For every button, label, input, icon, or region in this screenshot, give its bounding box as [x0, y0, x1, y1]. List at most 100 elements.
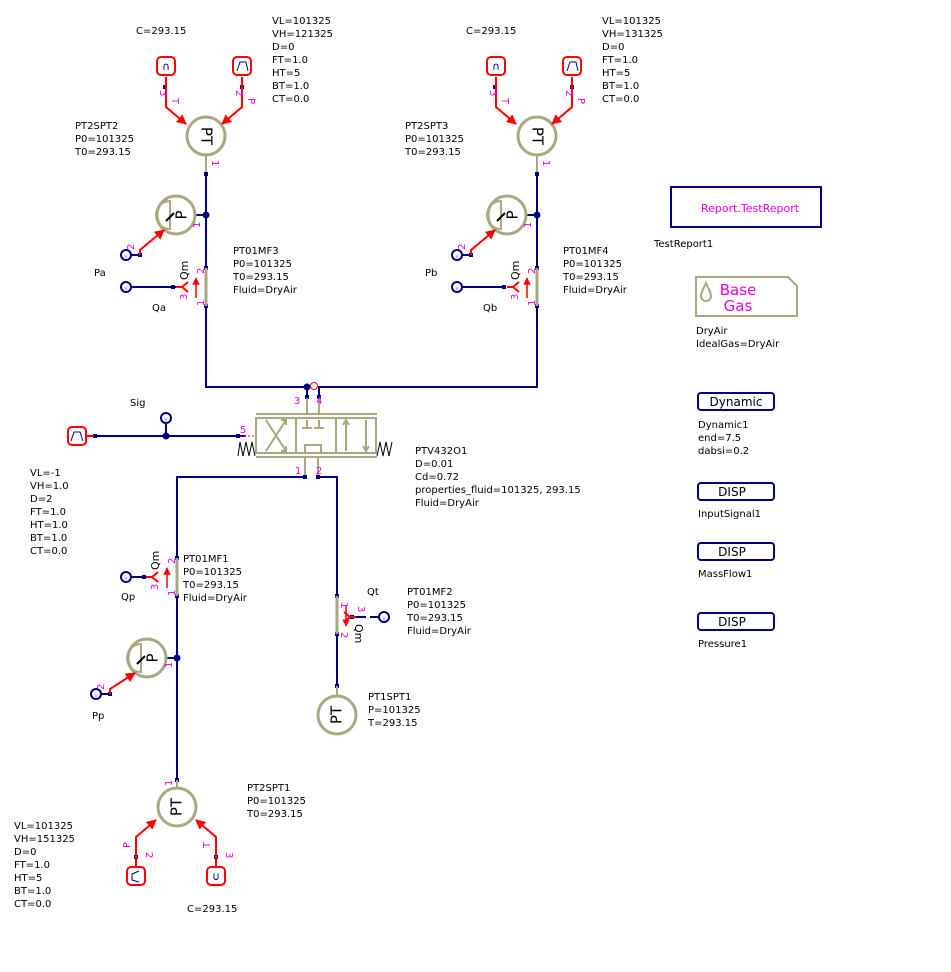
- param: D=0: [602, 42, 625, 53]
- pin-label: 1: [338, 602, 349, 608]
- pt1spt1-block[interactable]: PT: [316, 686, 358, 736]
- dynamic-button-label: Dynamic: [710, 395, 763, 409]
- wire-p[interactable]: [176, 476, 305, 780]
- pa-signal-line: [139, 229, 165, 255]
- probe-label-sig: Sig: [130, 398, 146, 409]
- param: P0=101325: [247, 796, 306, 807]
- spring-right-icon: [376, 441, 393, 457]
- pin-label: 1: [192, 222, 203, 228]
- qm-label: Qm: [149, 551, 162, 570]
- pin-label: 2: [563, 90, 574, 96]
- base-gas-block[interactable]: Base Gas: [695, 276, 798, 317]
- pin-label: 1: [167, 590, 178, 596]
- qm-label: Qm: [352, 624, 365, 643]
- pt2spt1-temp-source[interactable]: ∪: [206, 866, 226, 886]
- mass-flow-pt01mf1[interactable]: Qm 1 2 3: [146, 551, 179, 596]
- valve-labels: PTV432O1 D=0.01 Cd=0.72 properties_fluid…: [415, 445, 581, 510]
- param: P0=101325: [233, 259, 292, 270]
- param: BT=1.0: [30, 533, 68, 544]
- pt2spt3-pressure-source[interactable]: [562, 56, 582, 76]
- probe-pp[interactable]: v: [90, 688, 102, 700]
- param: VH=151325: [14, 834, 75, 845]
- pt1spt1-labels: PT1SPT1 P=101325 T=293.15: [368, 691, 421, 730]
- component-name: PT1SPT1: [368, 692, 412, 703]
- disp-mass-flow-button[interactable]: DISP: [697, 542, 775, 561]
- constant-icon: ∪: [212, 870, 220, 883]
- disp-input-signal-button[interactable]: DISP: [697, 482, 775, 501]
- pin-label: 3: [510, 294, 521, 300]
- component-name: PTV432O1: [415, 446, 468, 457]
- droplet-icon: [699, 280, 713, 302]
- probe-icon: v: [164, 416, 168, 423]
- dynamic-button[interactable]: Dynamic: [697, 392, 775, 411]
- probe-qt[interactable]: v: [378, 611, 390, 623]
- probe-qb[interactable]: v: [451, 281, 463, 293]
- param: T0=293.15: [183, 580, 239, 591]
- param: BT=1.0: [602, 81, 640, 92]
- pt2spt3-labels: PT2SPT3 P0=101325 T0=293.15: [405, 120, 464, 159]
- pt2spt2-block[interactable]: PT: [185, 115, 227, 172]
- valve-pin-5: 5: [240, 425, 246, 436]
- component-name: PT2SPT3: [405, 121, 449, 132]
- report-block-title: Report.TestReport: [701, 202, 800, 215]
- disp-pressure-name: Pressure1: [698, 639, 748, 650]
- pt2spt2-pressure-source[interactable]: [232, 56, 252, 76]
- pin-label: 1: [527, 300, 538, 306]
- pin-label: 3: [487, 90, 498, 96]
- param: FT=1.0: [602, 55, 638, 66]
- mass-flow-pt01mf4[interactable]: Qm 1 2 3: [507, 261, 539, 306]
- mass-flow-pt01mf3[interactable]: Qm 1 2 3: [176, 261, 208, 306]
- constant-icon: ∩: [492, 60, 500, 73]
- pt2spt1-block[interactable]: PT: [156, 780, 198, 828]
- pressure-sensor-pb[interactable]: P: [486, 194, 528, 236]
- signal-source[interactable]: [67, 426, 87, 446]
- base-gas-line2: Gas: [724, 297, 753, 315]
- probe-label-qb: Qb: [483, 303, 498, 314]
- param: dabsi=0.2: [698, 446, 750, 457]
- probe-icon: v: [124, 253, 128, 260]
- pin-label: 2: [196, 268, 207, 274]
- param: T0=293.15: [407, 613, 463, 624]
- probe-qp[interactable]: v: [120, 571, 132, 583]
- probe-pa[interactable]: v: [120, 249, 132, 261]
- mass-flow-pt01mf2[interactable]: Qm 1 2 3: [335, 596, 366, 643]
- pin-label: 1: [196, 300, 207, 306]
- port-label-t: T: [499, 97, 510, 105]
- pt2spt3-block[interactable]: PT: [516, 115, 558, 172]
- wire-t[interactable]: [318, 476, 338, 690]
- valve-pin-2: 2: [316, 466, 322, 477]
- probe-icon: v: [455, 253, 459, 260]
- port-label-t: T: [169, 97, 180, 105]
- valve-springs: [237, 441, 393, 457]
- probe-qa[interactable]: v: [120, 281, 132, 293]
- param: VL=101325: [602, 16, 661, 27]
- pt2spt3-temp-source[interactable]: ∩: [486, 56, 506, 76]
- pin-label: 3: [157, 90, 168, 96]
- param: T0=293.15: [405, 147, 461, 158]
- probe-icon: v: [455, 285, 459, 292]
- report-block[interactable]: Report.TestReport: [670, 186, 822, 228]
- pb-signal-line: [470, 229, 496, 255]
- pt2spt1-labels: PT2SPT1 P0=101325 T0=293.15: [247, 782, 306, 821]
- probe-sig[interactable]: v: [160, 412, 172, 424]
- param: BT=1.0: [14, 886, 52, 897]
- component-name: PT01MF4: [563, 246, 609, 257]
- probe-label-qp: Qp: [121, 592, 136, 603]
- pressure-sensor-pa[interactable]: P: [155, 194, 197, 236]
- pressure-sensor-pp[interactable]: P: [126, 637, 168, 679]
- pt2spt1-pressure-source[interactable]: [126, 866, 146, 886]
- valve-ptv432o1[interactable]: [255, 398, 377, 475]
- disp-pressure-button[interactable]: DISP: [697, 612, 775, 631]
- param: Fluid=DryAir: [183, 593, 247, 604]
- param: Fluid=DryAir: [407, 626, 471, 637]
- pt1spt1-symbol: PT: [328, 705, 346, 724]
- pt2spt1-symbol: PT: [168, 797, 186, 816]
- base-gas-params: DryAir IdealGas=DryAir: [696, 325, 779, 351]
- report-name: TestReport1: [654, 239, 714, 250]
- param: CT=0.0: [30, 546, 68, 557]
- pin-label: 3: [355, 606, 366, 612]
- param: Fluid=DryAir: [563, 285, 627, 296]
- pt2spt2-temp-source[interactable]: ∩: [156, 56, 176, 76]
- probe-pb[interactable]: v: [451, 249, 463, 261]
- pt2spt2-symbol: PT: [198, 127, 216, 146]
